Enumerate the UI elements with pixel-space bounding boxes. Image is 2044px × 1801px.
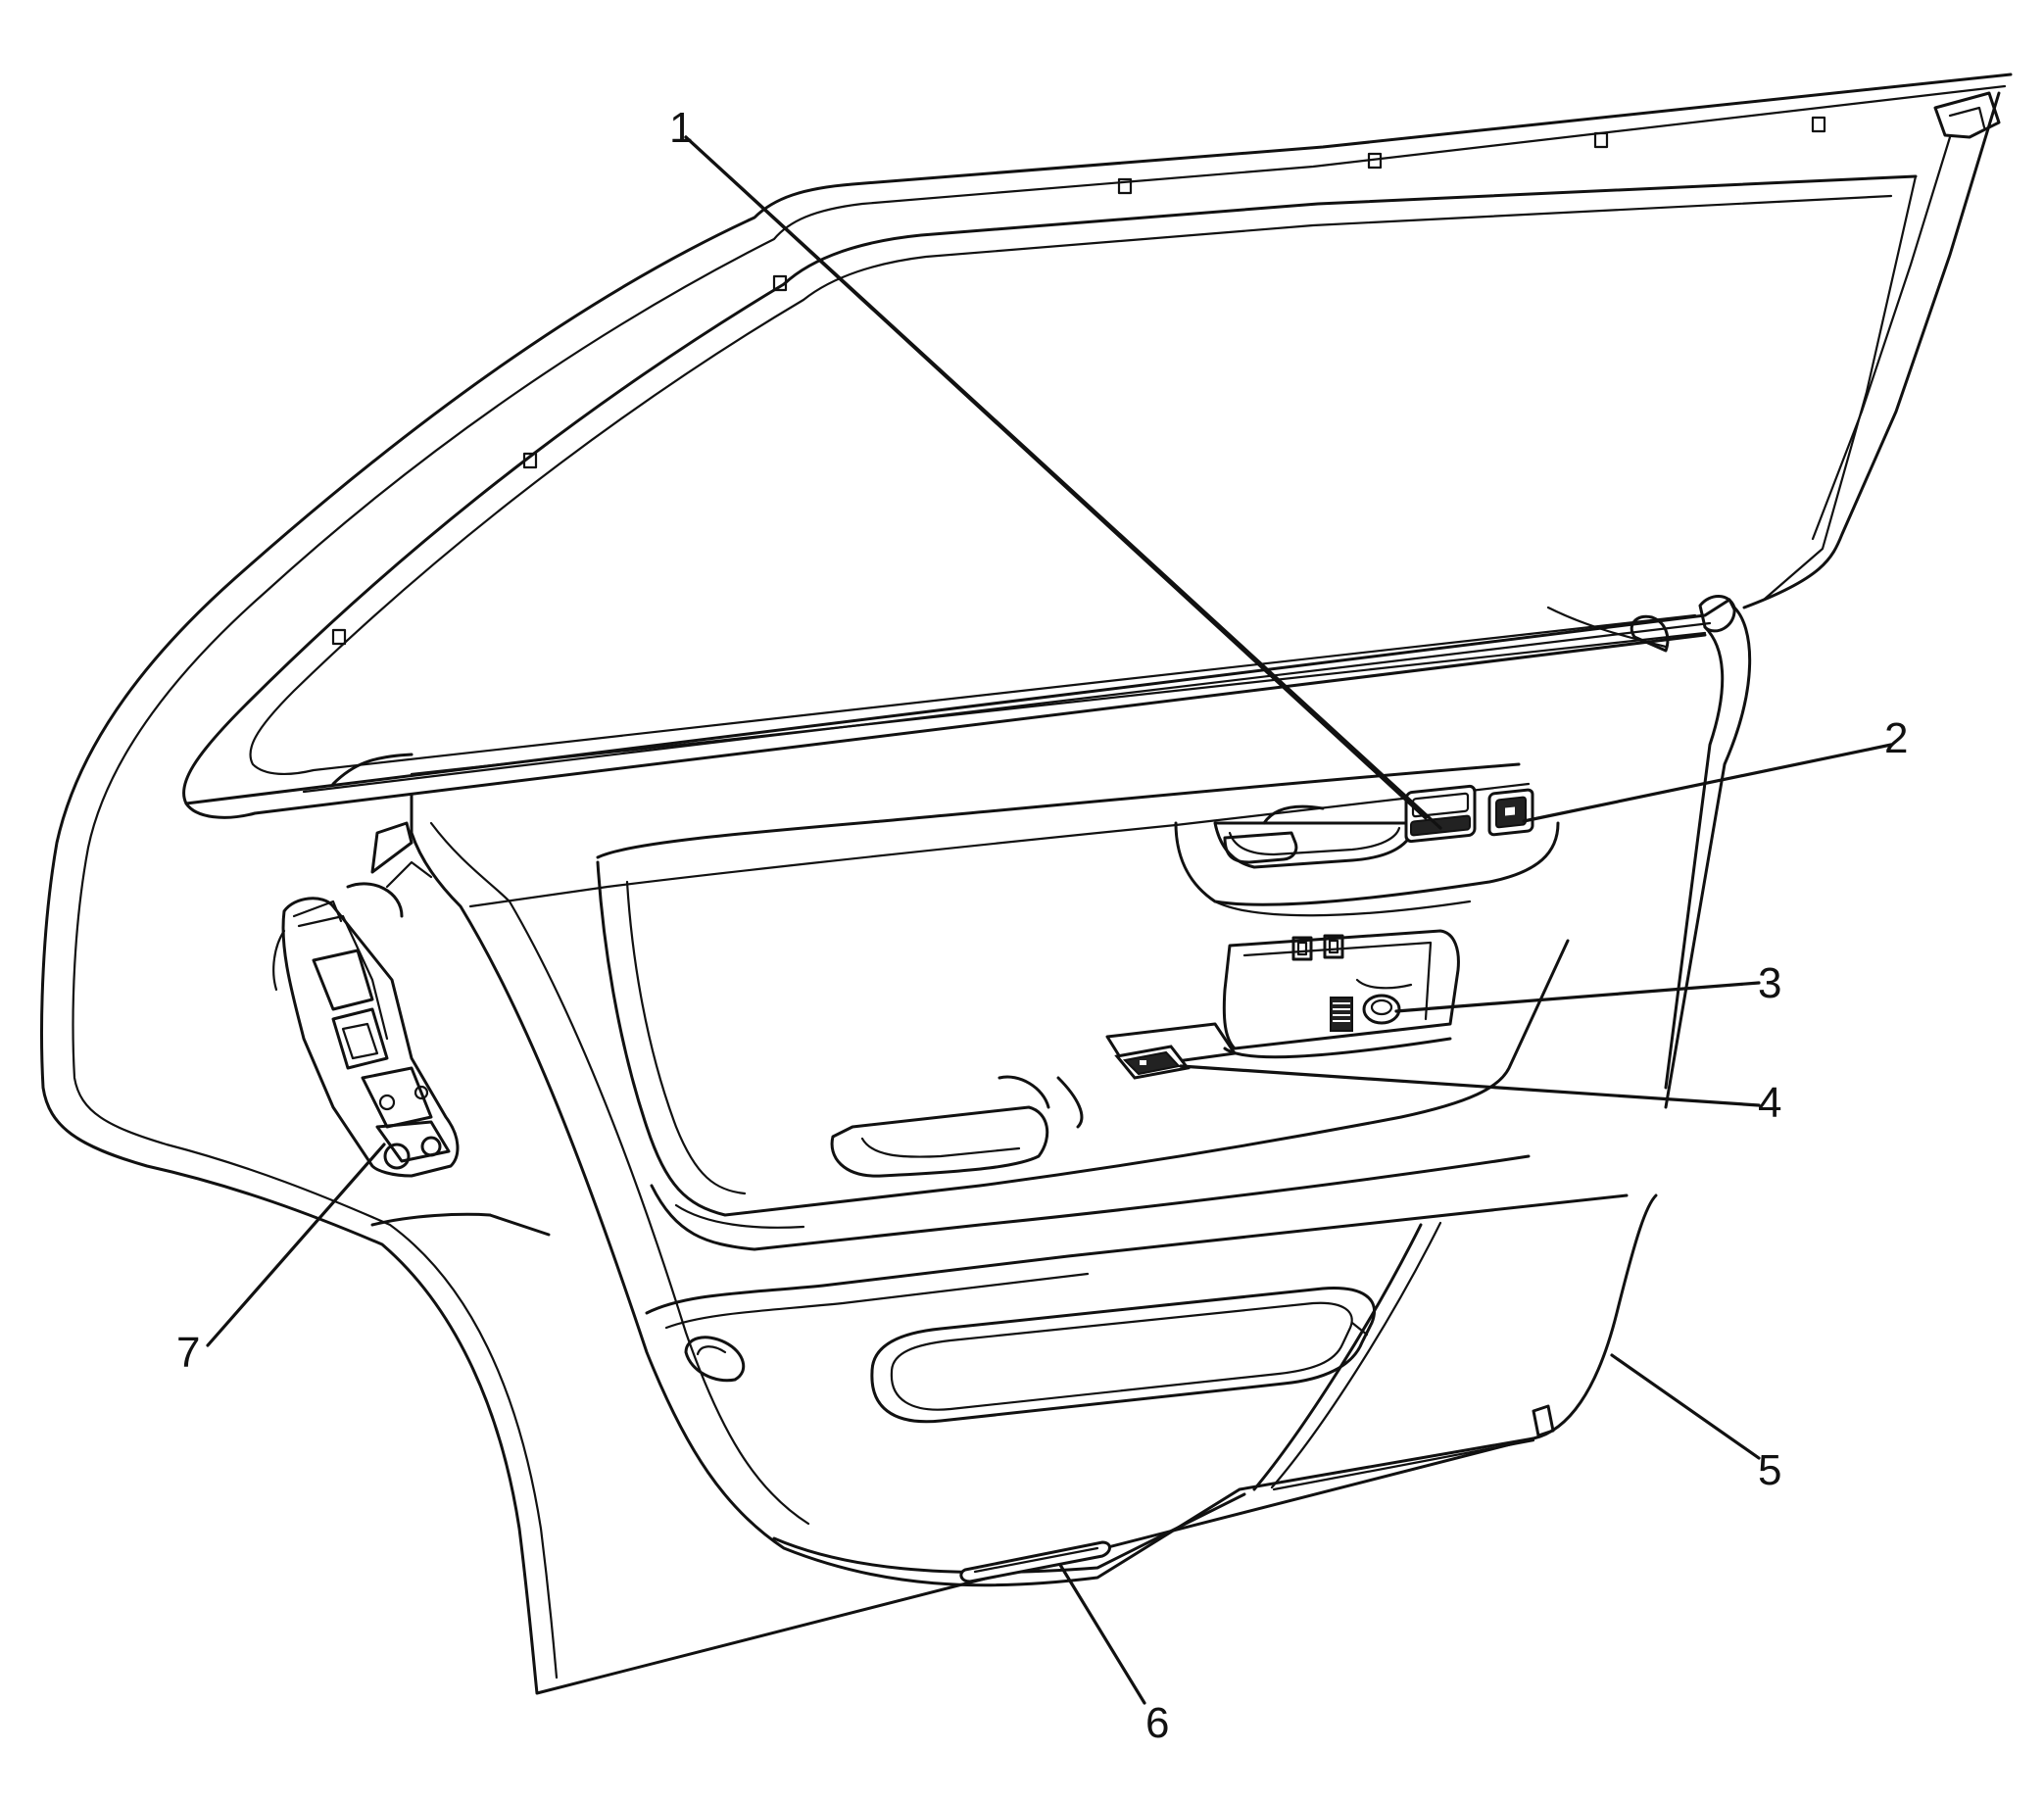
courtesy-reflector: [959, 1540, 1111, 1583]
callout-6: 6: [1145, 1699, 1169, 1747]
handle-bezel-area: [1174, 804, 1560, 917]
leader-4: [1179, 1064, 1761, 1107]
callout-5: 5: [1758, 1446, 1781, 1494]
leader-6: [1058, 1563, 1146, 1705]
window-opening: [182, 91, 2001, 819]
leader-5: [1610, 1353, 1761, 1460]
leader-3: [1394, 981, 1761, 1013]
leader-lines: [206, 135, 1893, 1705]
switch-2-lock: [1487, 788, 1534, 837]
switch-1-window: [1404, 784, 1477, 844]
callout-1: 1: [669, 104, 693, 152]
callout-labels: 1 2 3 4 5 6 7: [176, 104, 1908, 1747]
armrest-pull-cup: [830, 1075, 1084, 1178]
callout-4: 4: [1758, 1079, 1781, 1127]
leader-2: [1522, 743, 1893, 823]
callout-7: 7: [176, 1329, 200, 1377]
leader-7: [206, 1143, 386, 1347]
latch-assembly: [272, 821, 460, 1178]
callout-2: 2: [1884, 714, 1908, 762]
switch-4: [1114, 1045, 1191, 1080]
belt-trim: [184, 595, 1752, 1109]
lower-trim-details: [370, 1212, 1555, 1491]
door-outer-frame: [40, 73, 2013, 1695]
callout-3: 3: [1758, 959, 1781, 1007]
map-pocket: [870, 1287, 1376, 1424]
door-trim-panel: [410, 762, 1658, 1587]
switch-panel-lower: [1105, 929, 1460, 1070]
leader-1b: [684, 135, 1442, 830]
